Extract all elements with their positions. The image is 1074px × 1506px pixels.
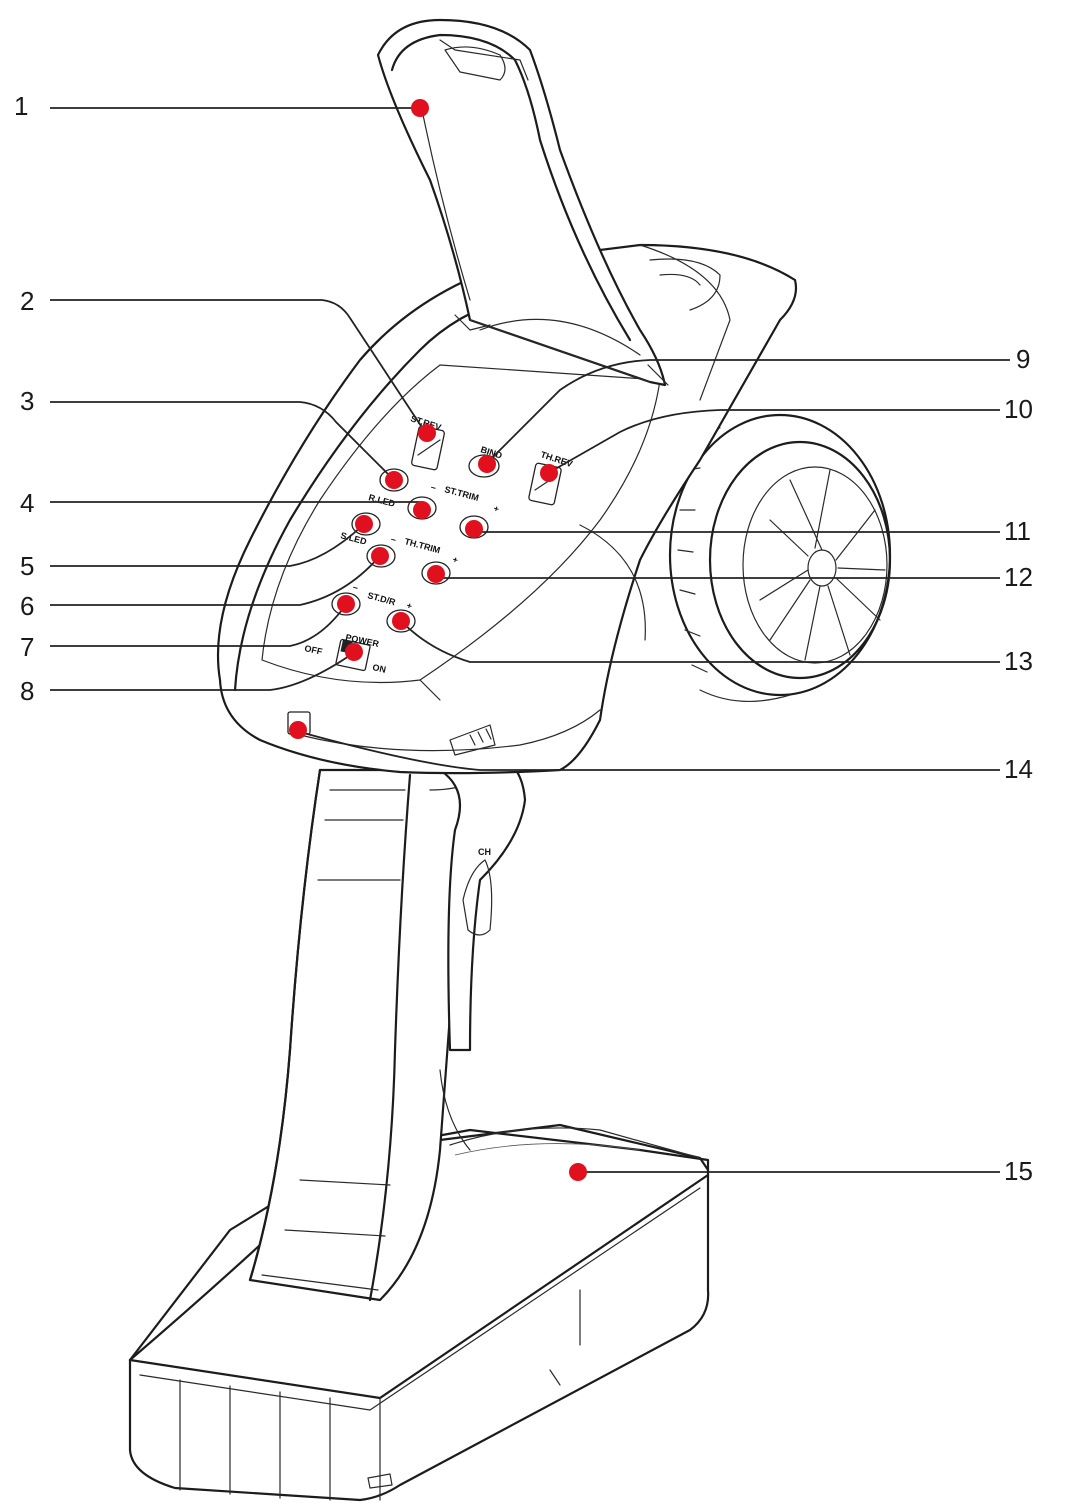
callout-7: 7 [20, 595, 355, 662]
callout-14: 14 [289, 721, 1033, 784]
callout-4: 4 [20, 488, 431, 519]
callout-1: 1 [14, 91, 429, 121]
callout-number-10: 10 [1004, 394, 1033, 424]
marker-dot-8 [345, 643, 363, 661]
th-trim-plus: + [451, 554, 459, 565]
leader-line-7 [50, 605, 346, 647]
flip-cover [376, 18, 669, 387]
callout-number-8: 8 [20, 676, 34, 706]
marker-dot-6 [371, 547, 389, 565]
callout-5: 5 [20, 515, 373, 581]
callout-11: 11 [465, 516, 1031, 546]
marker-dot-13 [392, 612, 410, 630]
leader-line-2 [50, 299, 426, 433]
callout-3: 3 [20, 386, 403, 489]
th-trim-minus: − [389, 534, 397, 545]
st-dr-minus: − [351, 582, 359, 593]
callout-number-14: 14 [1004, 754, 1033, 784]
callout-15: 15 [569, 1156, 1033, 1186]
st-dr-plus: + [405, 600, 413, 611]
leader-line-9 [487, 359, 1010, 463]
callout-9: 9 [478, 344, 1030, 473]
callout-12: 12 [427, 562, 1033, 592]
marker-dot-15 [569, 1163, 587, 1181]
marker-dot-3 [385, 471, 403, 489]
leader-line-8 [50, 653, 353, 691]
leader-line-6 [50, 557, 379, 606]
callout-number-15: 15 [1004, 1156, 1033, 1186]
marker-dot-4 [413, 501, 431, 519]
marker-dot-2 [418, 424, 436, 442]
callout-8: 8 [20, 643, 363, 706]
callout-number-6: 6 [20, 591, 34, 621]
st-trim-plus: + [492, 503, 500, 514]
marker-dot-7 [337, 595, 355, 613]
callout-number-13: 13 [1004, 646, 1033, 676]
callout-10: 10 [540, 394, 1033, 482]
callout-number-3: 3 [20, 386, 34, 416]
callout-number-5: 5 [20, 551, 34, 581]
callout-6: 6 [20, 547, 389, 621]
steering-wheel [668, 413, 892, 702]
callout-number-12: 12 [1004, 562, 1033, 592]
leader-line-5 [50, 525, 363, 567]
marker-dot-5 [355, 515, 373, 533]
callout-13: 13 [392, 612, 1033, 676]
marker-dot-9 [478, 455, 496, 473]
leader-line-13 [401, 621, 1000, 663]
callout-2: 2 [20, 286, 436, 442]
marker-dot-11 [465, 520, 483, 538]
leader-line-10 [549, 409, 1000, 473]
ch-label: CH [478, 847, 491, 857]
marker-dot-14 [289, 721, 307, 739]
st-trim-minus: − [429, 482, 437, 493]
callout-number-7: 7 [20, 632, 34, 662]
handle-grip: CH [248, 752, 527, 1302]
leader-line-14 [299, 731, 1000, 771]
transmitter-drawing: CH [128, 18, 892, 1502]
leader-line-3 [50, 401, 395, 481]
marker-dot-12 [427, 565, 445, 583]
callout-number-2: 2 [20, 286, 34, 316]
callout-number-4: 4 [20, 488, 34, 518]
on-label: ON [372, 662, 387, 675]
marker-dot-1 [411, 99, 429, 117]
callout-number-1: 1 [14, 91, 28, 121]
callout-number-9: 9 [1016, 344, 1030, 374]
marker-dot-10 [540, 464, 558, 482]
callout-number-11: 11 [1004, 516, 1031, 546]
off-label: OFF [304, 643, 324, 657]
